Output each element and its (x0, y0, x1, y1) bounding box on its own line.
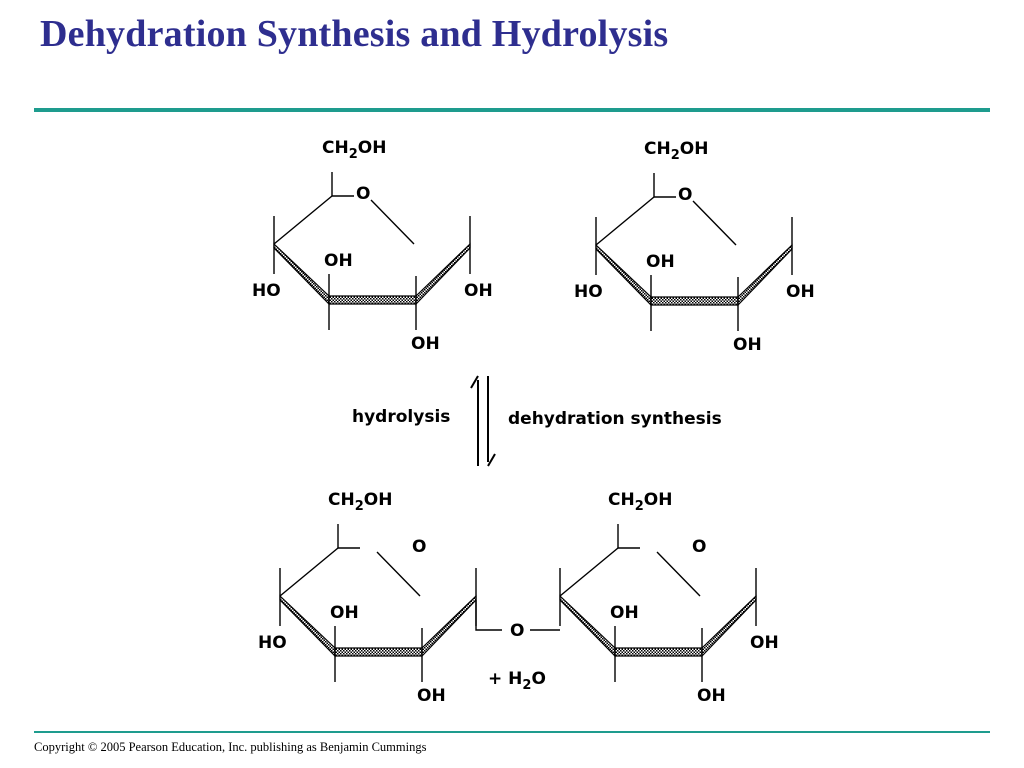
oh-label: OH (697, 686, 726, 706)
ho-label: HO (574, 282, 603, 302)
equilibrium-arrows-icon (470, 375, 496, 467)
ch2oh-label: CH2OH (608, 490, 672, 514)
oh-label: OH (610, 603, 639, 623)
ch2oh-label: CH2OH (322, 138, 386, 162)
glucose-bottom-left: CH2OH O OH HO OH (258, 490, 477, 706)
ch2oh-label: CH2OH (328, 490, 392, 514)
bridge-oxygen: O (510, 621, 524, 641)
ho-label: HO (252, 281, 281, 301)
bottom-divider (34, 731, 990, 733)
glucose-top-right: CH2OH O OH HO OH OH (574, 139, 815, 355)
ring-oxygen: O (678, 185, 692, 205)
top-divider (34, 108, 990, 112)
ring-oxygen: O (412, 537, 426, 557)
ring-oxygen: O (356, 184, 370, 204)
oh-label: OH (324, 251, 353, 271)
ch2oh-label: CH2OH (644, 139, 708, 163)
water-product: + H2O (488, 669, 546, 693)
oh-label: OH (330, 603, 359, 623)
oh-label: OH (750, 633, 779, 653)
oh-label: OH (417, 686, 446, 706)
dehydration-synthesis-label: dehydration synthesis (508, 409, 722, 429)
slide-title: Dehydration Synthesis and Hydrolysis (40, 13, 669, 55)
ring-oxygen: O (692, 537, 706, 557)
hydrolysis-label: hydrolysis (352, 407, 450, 427)
oh-label: OH (646, 252, 675, 272)
ho-label: HO (258, 633, 287, 653)
oh-label: OH (733, 335, 762, 355)
oh-label: OH (464, 281, 493, 301)
oh-label: OH (411, 334, 440, 354)
glucose-bottom-right: CH2OH O OH OH OH (559, 490, 779, 706)
glucose-top-left: CH2OH O OH HO OH OH (252, 138, 493, 354)
oh-label: OH (786, 282, 815, 302)
glycosidic-bond (475, 600, 560, 631)
copyright-footer: Copyright © 2005 Pearson Education, Inc.… (34, 740, 427, 754)
